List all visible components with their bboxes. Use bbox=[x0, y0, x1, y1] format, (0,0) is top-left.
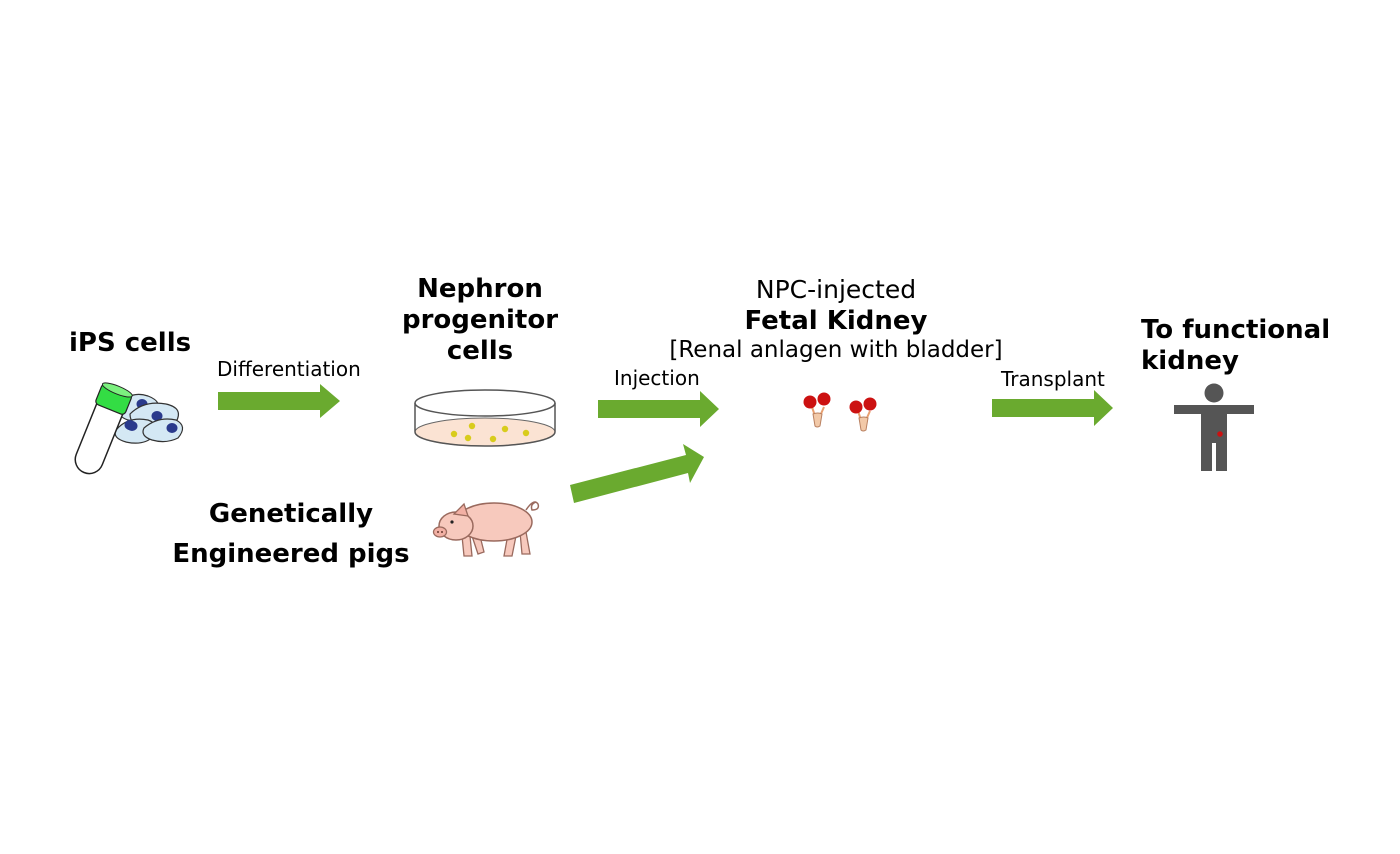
differentiation-label: Differentiation bbox=[217, 357, 361, 381]
npc-line-3: cells bbox=[446, 336, 514, 367]
functional-line-2: kidney bbox=[1141, 346, 1239, 377]
ips-tube-icon bbox=[74, 382, 184, 475]
transplant-label: Transplant bbox=[1001, 367, 1105, 391]
functional-kidney-label: To functional kidney bbox=[1141, 315, 1330, 377]
functional-line-1: To functional bbox=[1141, 315, 1331, 345]
pig-icon bbox=[432, 501, 540, 557]
npc-line-2: progenitor bbox=[401, 305, 559, 336]
npc-dots-icon bbox=[450, 422, 530, 443]
npc-injected-label: NPC-injected bbox=[755, 275, 917, 304]
renal-anlagen-label: [Renal anlagen with bladder] bbox=[669, 337, 1003, 363]
pigs-line-1: Genetically bbox=[208, 499, 374, 529]
injection-label: Injection bbox=[614, 366, 700, 390]
pigs-line-2: Engineered pigs bbox=[172, 539, 410, 569]
npc-line-1: Nephron bbox=[417, 274, 543, 304]
fetal-kidney-label: Fetal Kidney bbox=[744, 306, 928, 336]
transplanted-kidney-icon bbox=[1217, 431, 1223, 437]
petri-dish-icon bbox=[414, 389, 556, 447]
human-figure-icon bbox=[1174, 383, 1254, 471]
ips-cells-cluster-icon bbox=[114, 393, 184, 444]
ips-cells-label: iPS cells bbox=[69, 328, 192, 358]
fetal-kidney-icon bbox=[803, 392, 877, 432]
nephron-progenitor-label: Nephron progenitor cells bbox=[380, 274, 580, 368]
genetically-engineered-pigs-label: Genetically Engineered pigs bbox=[160, 494, 422, 574]
